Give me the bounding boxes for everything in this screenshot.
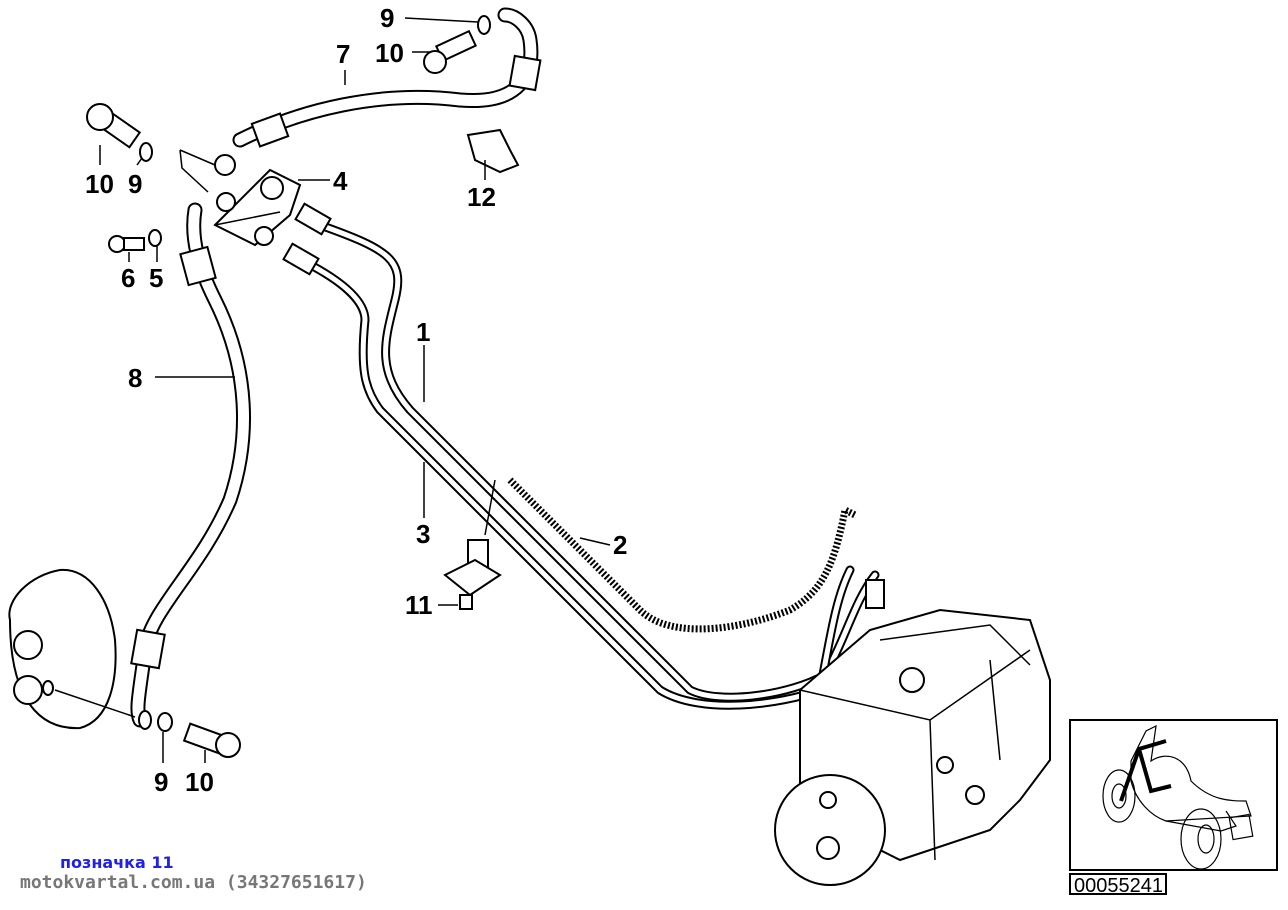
brake-caliper xyxy=(8,568,117,730)
callout-9-left: 9 xyxy=(128,169,142,199)
distributor-block-4 xyxy=(213,154,302,247)
callout-8: 8 xyxy=(128,363,142,393)
callout-2: 2 xyxy=(613,530,627,560)
callout-4: 4 xyxy=(333,166,348,196)
caption-label: позначка 11 xyxy=(60,853,174,872)
part-number-box: 00055241 xyxy=(1069,873,1167,897)
callout-11: 11 xyxy=(405,590,433,620)
banjo-bolt-10-bottom xyxy=(182,722,241,758)
banjo-bolt-10-left xyxy=(86,103,142,149)
callout-10-top: 10 xyxy=(375,38,404,68)
motorcycle-icon xyxy=(1102,724,1254,869)
brake-pipe-3 xyxy=(300,257,855,710)
callout-9-bottom: 9 xyxy=(154,767,168,797)
pipe-fitting xyxy=(865,579,885,609)
sensor-cable-2 xyxy=(507,477,857,633)
holder-11 xyxy=(443,539,502,610)
callout-12: 12 xyxy=(467,182,496,212)
callout-1: 1 xyxy=(416,317,430,347)
washer-9-left xyxy=(139,142,153,162)
site-watermark: motokvartal.com.ua (34327651617) xyxy=(20,872,367,893)
callout-9-top: 9 xyxy=(380,3,394,33)
clip-12 xyxy=(466,128,520,174)
pipe-fitting xyxy=(294,202,332,236)
abs-pressure-modulator xyxy=(774,608,1051,886)
hose-7 xyxy=(232,7,542,148)
callout-3: 3 xyxy=(416,519,430,549)
leader-lines xyxy=(54,17,611,763)
pipe-fitting xyxy=(282,242,320,276)
bolt-6 xyxy=(108,235,145,253)
callout-7: 7 xyxy=(336,39,350,69)
hose-8 xyxy=(130,202,251,728)
callout-10-bottom: 10 xyxy=(185,767,214,797)
washer-9-top xyxy=(477,15,491,35)
banjo-bolt-10-top xyxy=(423,29,478,74)
washer-5 xyxy=(148,229,162,247)
washer-9-bottom xyxy=(157,712,173,732)
motorcycle-location-thumbnail xyxy=(1069,719,1278,871)
brake-pipe-1 xyxy=(315,220,880,702)
washer-9-bottom-2 xyxy=(138,710,152,730)
callout-10-left: 10 xyxy=(85,169,114,199)
callout-5: 5 xyxy=(149,263,163,293)
callout-6: 6 xyxy=(121,263,135,293)
